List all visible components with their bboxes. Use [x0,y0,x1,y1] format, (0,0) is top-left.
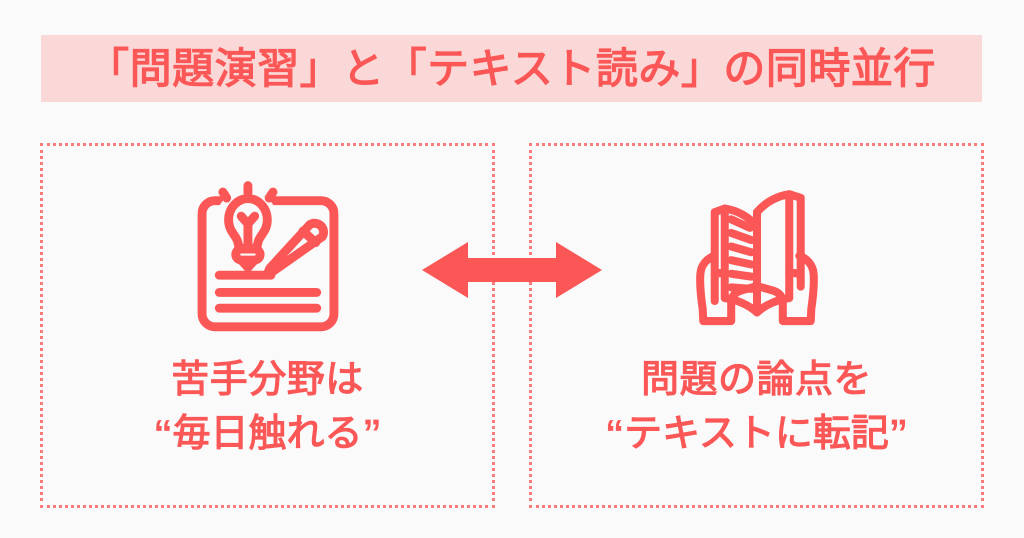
panel-left-caption-line-1: 苦手分野は [171,359,364,401]
panel-left-caption-line-2: “毎日触れる” [153,412,382,455]
notepad-lightbulb-pencil-icon [182,168,354,348]
panel-right-caption-line-1: 問題の論点を [640,359,872,401]
page-title: 「問題演習」と「テキスト読み」の同時並行 [87,44,936,92]
panel-right-content: 問題の論点を “テキストに転記” [532,146,981,505]
panel-left: 苦手分野は “毎日触れる” [40,143,495,508]
hands-holding-open-book-icon [671,168,843,348]
panel-left-content: 苦手分野は “毎日触れる” [43,146,492,505]
panel-right-caption: 問題の論点を “テキストに転記” [605,354,908,462]
panel-right-caption-line-2: “テキストに転記” [605,412,908,455]
panel-right: 問題の論点を “テキストに転記” [529,143,984,508]
double-headed-arrow-icon [422,236,602,304]
title-banner: 「問題演習」と「テキスト読み」の同時並行 [41,35,982,102]
panel-left-caption: 苦手分野は “毎日触れる” [153,354,381,462]
